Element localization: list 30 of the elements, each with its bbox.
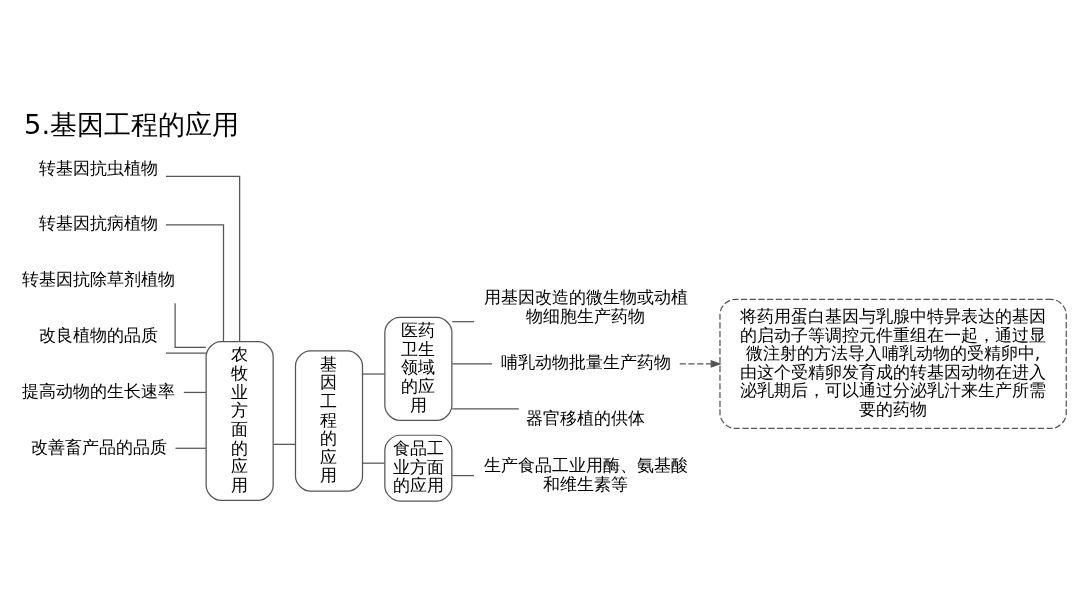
node-box: 食品工业方面的应用 — [384, 434, 453, 502]
connector — [451, 474, 475, 476]
connector — [451, 407, 520, 409]
node-text: 器官移植的供体 — [526, 407, 646, 428]
node-text: 转基因抗除草剂植物 — [22, 268, 176, 289]
connector — [362, 462, 386, 464]
node-text: 转基因抗病植物 — [39, 212, 159, 233]
connector — [165, 352, 207, 354]
connector — [183, 391, 207, 393]
connector — [165, 223, 225, 342]
node-text: 哺乳动物批量生产药物 — [500, 351, 671, 372]
node-text: 提高动物的生长速率 — [22, 380, 176, 401]
arrow — [679, 359, 722, 368]
connector — [174, 447, 207, 449]
node-text: 改良植物的品质 — [39, 324, 159, 345]
node-box: 农牧业方面的应用 — [205, 340, 274, 501]
connector — [451, 320, 475, 322]
connector — [362, 372, 386, 375]
connector — [174, 302, 207, 348]
node-box: 医药卫生领域的应用 — [384, 316, 453, 421]
connector — [165, 175, 241, 342]
connector — [272, 443, 296, 445]
node-box: 将药用蛋白基因与乳腺中特异表达的基因的启动子等调控元件重组在一起，通过显微注射的方法导入哺乳动物的受精卵中,由这个受精卵发育成的转基因动物在进入泌乳期后，可以通过分泌乳汁来生产所需要的药物 — [719, 298, 1067, 429]
connector — [451, 362, 493, 364]
node-text: 用基因改造的微生物或动植物细胞生产药物 — [483, 286, 688, 326]
node-text: 转基因抗虫植物 — [39, 157, 159, 178]
node-text: 改善畜产品的品质 — [30, 436, 167, 457]
node-text: 生产食品工业用酶、氨基酸和维生素等 — [483, 454, 688, 493]
node-box: 基因工程的应用 — [294, 349, 364, 492]
diagram-title: 5.基因工程的应用 — [24, 108, 240, 140]
